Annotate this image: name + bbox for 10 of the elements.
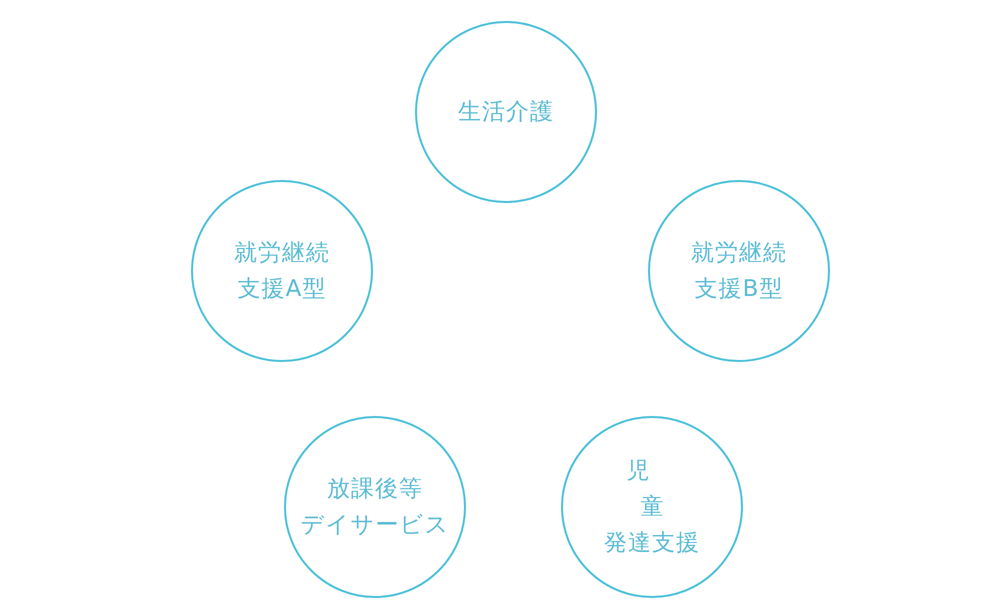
circle-node xyxy=(284,416,466,598)
node-label: 放課後等デイサービス xyxy=(300,475,450,540)
node-label: 生活介護 xyxy=(458,98,554,127)
circle-node xyxy=(415,21,597,203)
circle-node xyxy=(191,180,373,362)
circle-node xyxy=(561,416,743,598)
node-label: 就労継続支援A型 xyxy=(234,239,330,304)
node-label: 児童発達支援 xyxy=(604,457,700,558)
circle-node xyxy=(648,180,830,362)
node-label: 就労継続支援B型 xyxy=(691,239,787,304)
